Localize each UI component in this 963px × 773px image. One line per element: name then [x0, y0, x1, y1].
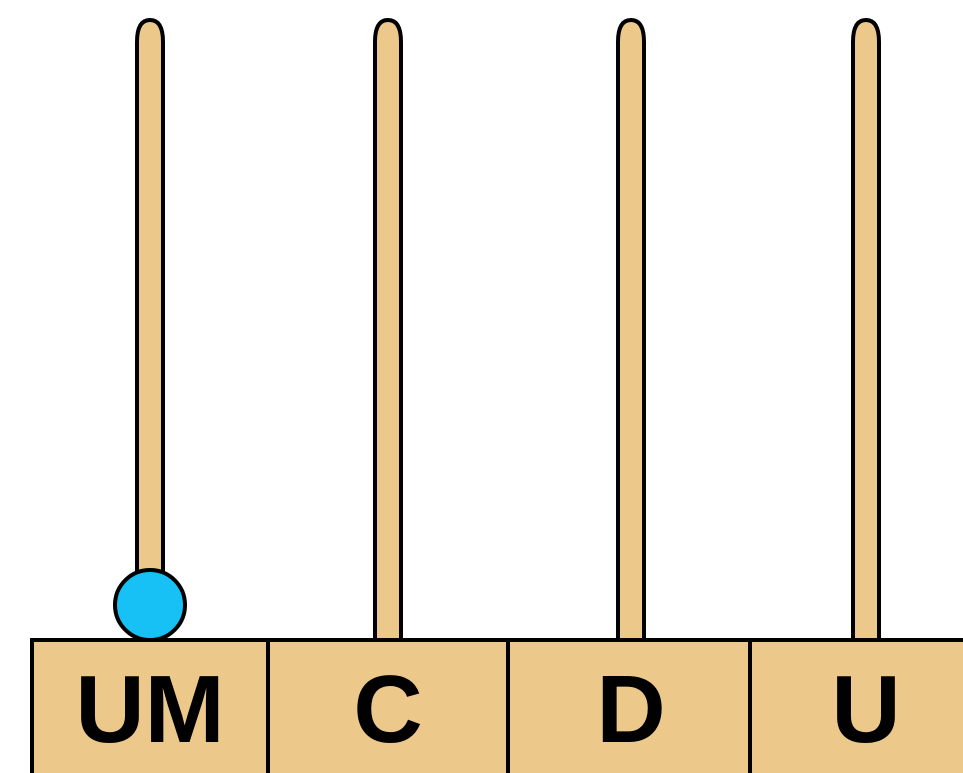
- abacus-beads: [113, 568, 187, 642]
- rod-c: [373, 17, 403, 642]
- rod-u: [851, 17, 881, 642]
- abacus-base: [30, 638, 963, 773]
- rod-d: [616, 17, 646, 642]
- label-d: D: [596, 656, 665, 763]
- place-value-labels: UM C D U: [75, 656, 900, 763]
- label-um: UM: [75, 656, 224, 763]
- label-c: C: [353, 656, 422, 763]
- label-u: U: [831, 656, 900, 763]
- abacus-rods: [135, 17, 881, 642]
- rod-um: [135, 17, 165, 642]
- base-board: [30, 638, 963, 773]
- bead-um: [113, 568, 187, 642]
